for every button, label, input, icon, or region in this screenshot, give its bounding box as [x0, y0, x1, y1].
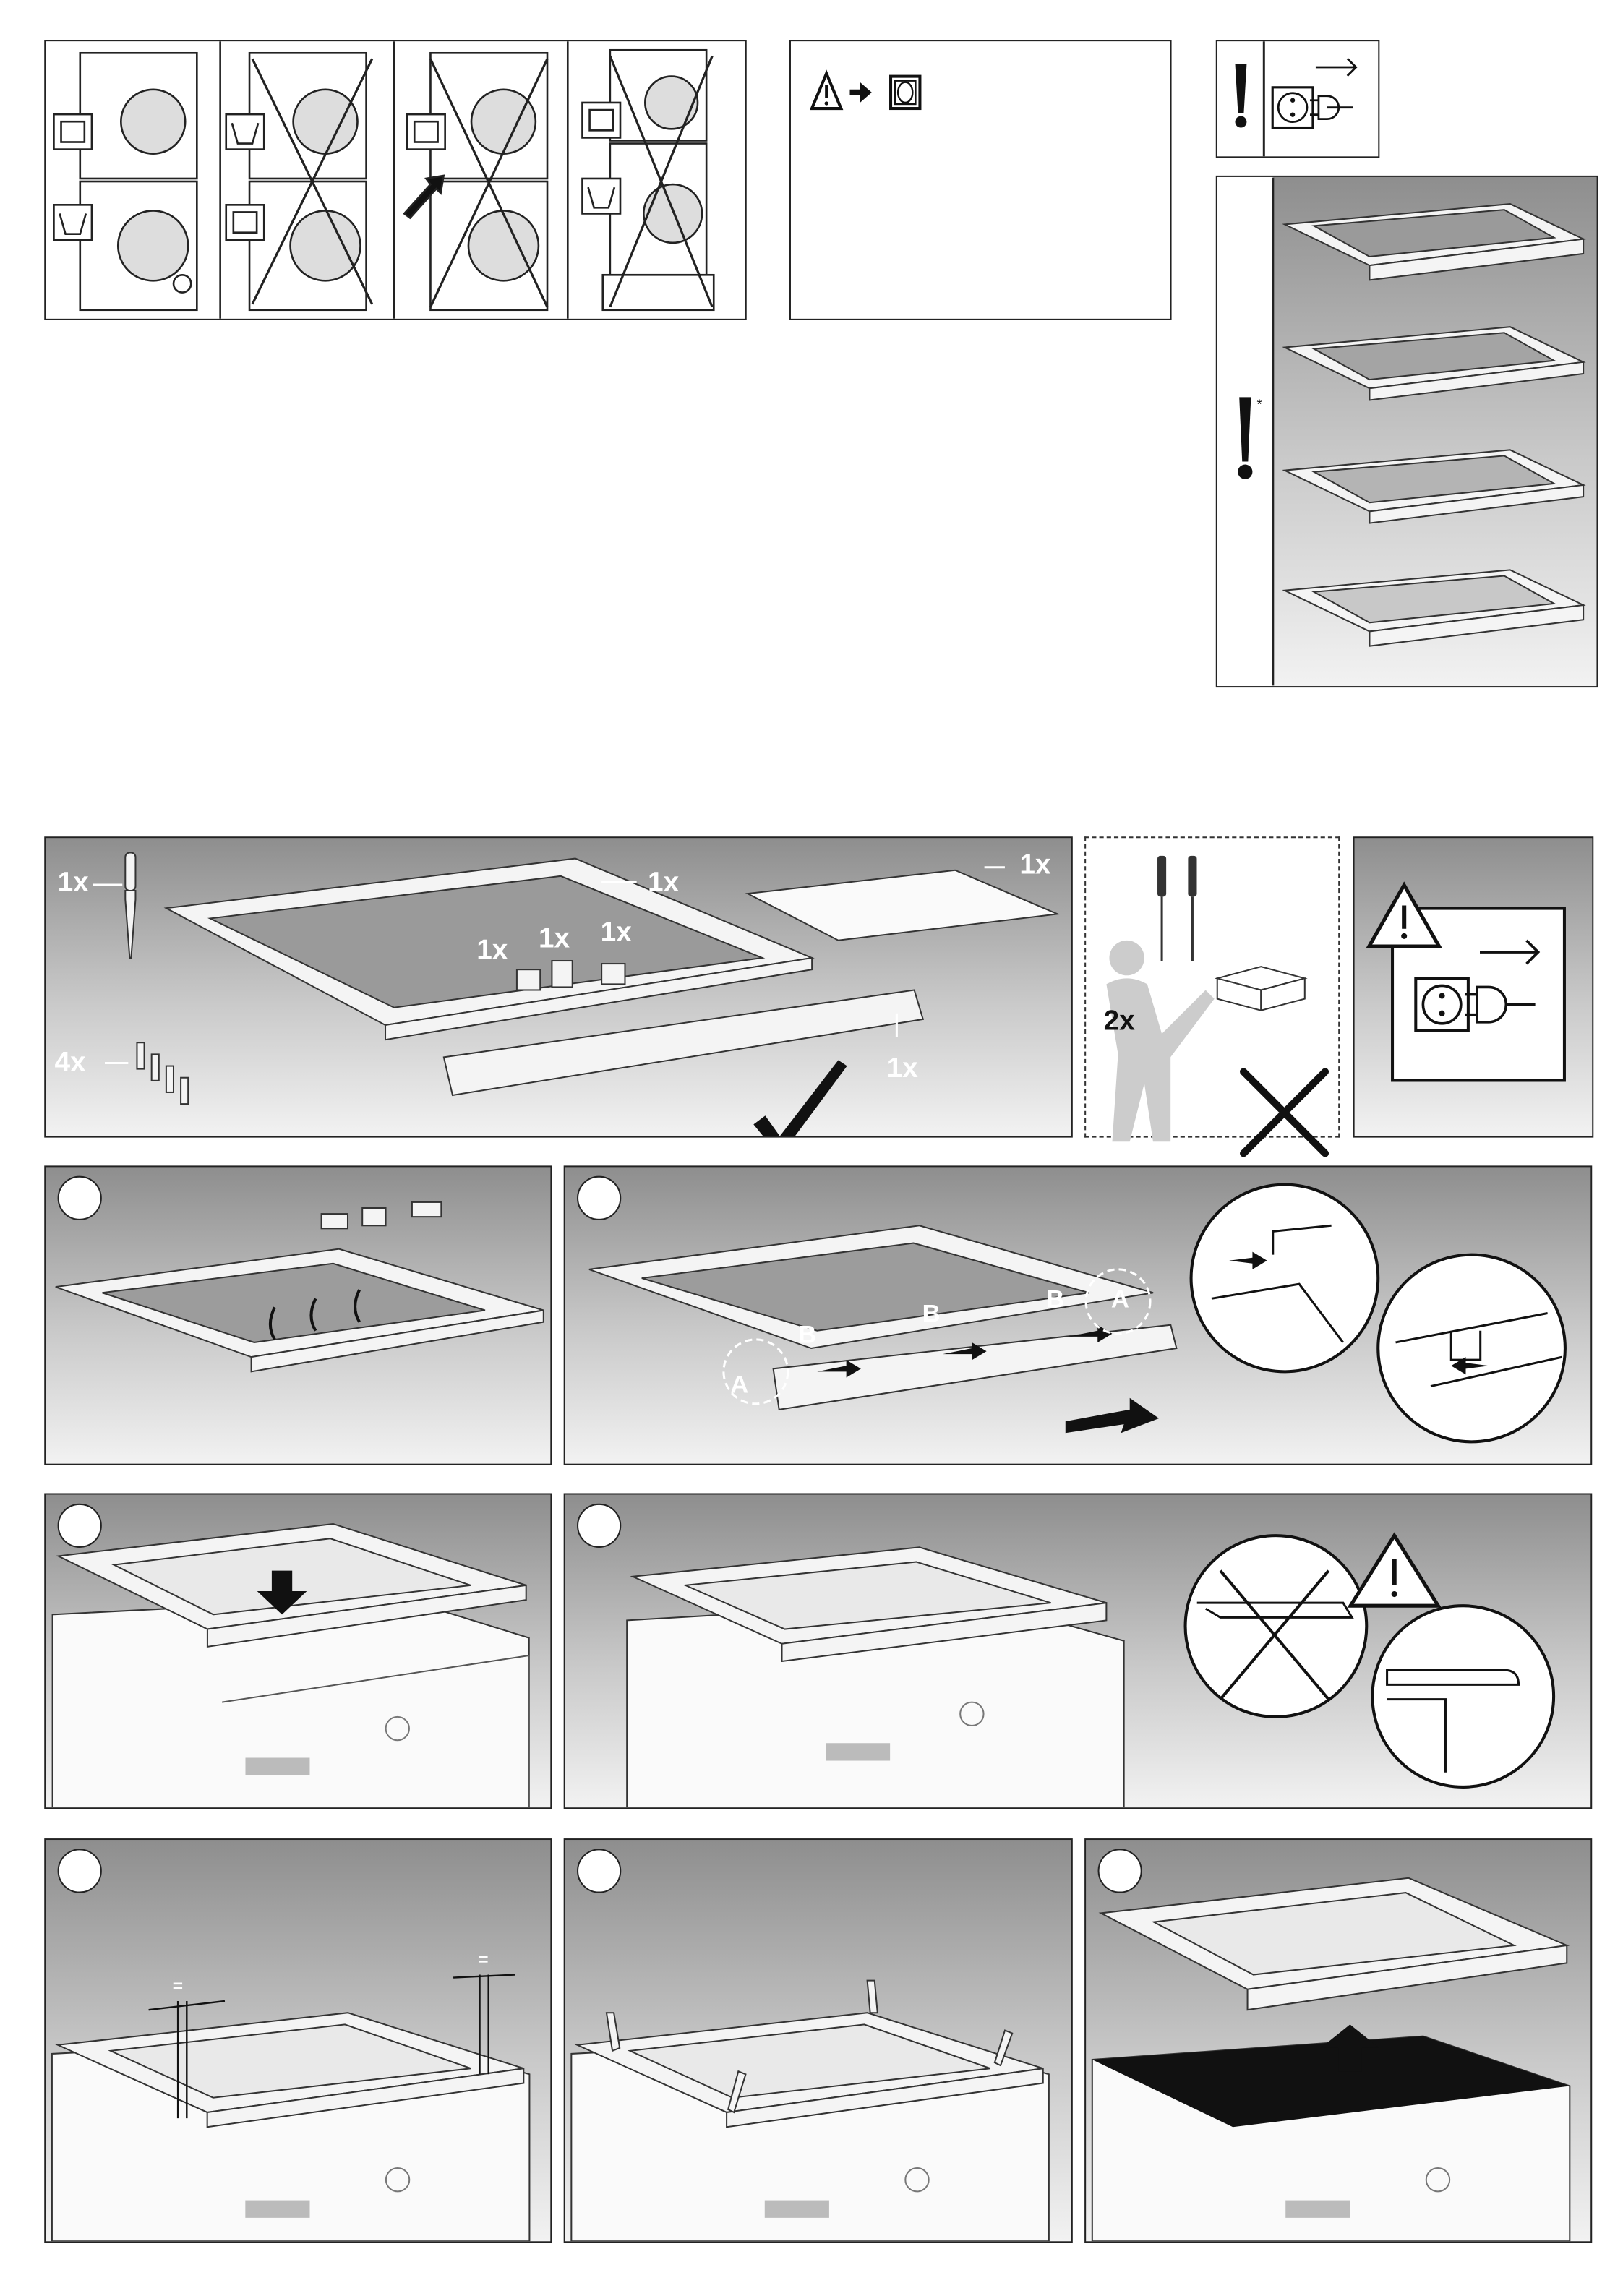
step-5-illustration [51, 1974, 531, 2242]
label-b-3: B [1046, 1285, 1065, 1314]
step-2-number-circle [577, 1175, 622, 1220]
step-6-number-circle [577, 1849, 622, 1893]
bolt-quantity: 1x [57, 868, 89, 899]
disconnect-power-icon [1366, 881, 1566, 1082]
equal-mark-left: = [172, 1975, 184, 1997]
step-2-illustration [588, 1183, 1567, 1444]
step-7-panel [1084, 1838, 1593, 2243]
cover-quantity: 1x [886, 1053, 918, 1085]
svg-text:*: * [1257, 398, 1262, 412]
step-4-number-circle [577, 1503, 622, 1548]
manual-quantity: 1x [1019, 849, 1051, 881]
screws-quantity: 4x [54, 1048, 86, 1079]
step-1-number-circle [57, 1175, 102, 1220]
step-3-number-circle [57, 1503, 102, 1548]
tools-not-included-panel: 2x [1084, 836, 1340, 1157]
step-6-illustration [570, 1979, 1050, 2242]
step-3-panel [44, 1493, 552, 1809]
persons-quantity: 2x [1103, 1006, 1135, 1037]
step-1-panel [44, 1165, 552, 1465]
warning-note-box [789, 40, 1172, 320]
label-b-2: B [922, 1300, 941, 1328]
parts-list-panel: 1x 1x 1x 1x 1x 1x 1x 4x [44, 836, 1073, 1138]
step-6-panel [563, 1838, 1073, 2243]
label-b-1: B [798, 1320, 817, 1349]
label-a-right: A [1110, 1285, 1129, 1314]
equal-mark-right: = [478, 1949, 489, 1970]
stacking-options-panel [44, 40, 747, 320]
stacking-illustrations [53, 41, 715, 319]
unplug-icon [1235, 41, 1358, 157]
step-5-panel: = = [44, 1838, 552, 2243]
unplug-warning-box [1215, 40, 1380, 158]
frame-variants-illustration: * [1238, 177, 1586, 686]
step-3-illustration [51, 1522, 530, 1808]
disconnect-power-panel [1353, 836, 1594, 1138]
clip2-quantity: 1x [538, 923, 570, 955]
frame-variants-box: * [1215, 175, 1598, 688]
clip3-quantity: 1x [600, 917, 632, 949]
parts-illustration [93, 852, 1061, 1136]
label-a-left: A [730, 1371, 749, 1399]
warning-to-dryer-icon [809, 69, 922, 111]
step-4-illustration [626, 1532, 1556, 1808]
step-1-illustration [55, 1201, 544, 1373]
step-4-panel [563, 1493, 1593, 1809]
frame-quantity: 1x [647, 868, 680, 899]
step-5-number-circle [57, 1849, 102, 1893]
step-7-illustration [1091, 1877, 1571, 2242]
clip1-quantity: 1x [476, 935, 508, 967]
step-2-panel: A A B B B [563, 1165, 1593, 1465]
tools-illustration [1106, 855, 1329, 1157]
step-7-number-circle [1097, 1849, 1142, 1893]
